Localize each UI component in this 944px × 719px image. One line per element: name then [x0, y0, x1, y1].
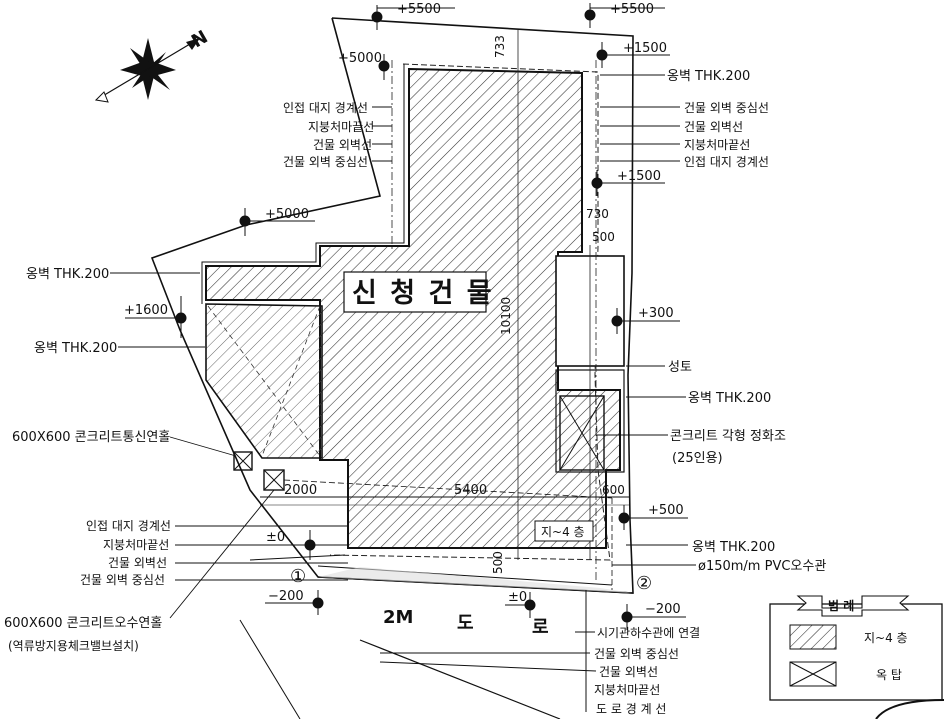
group-bl-line-4: 건물 외벽 중심선 — [80, 573, 165, 587]
road-2m: 2M — [383, 607, 413, 628]
legend-item-2: 옥 탑 — [876, 668, 902, 682]
elev-zero-road: ±0 — [508, 590, 527, 605]
elev-upper-right: +1500 — [623, 41, 667, 56]
elev-mid-right: +1500 — [617, 169, 661, 184]
label-manhole-sewer: 600X600 콘크리트오수연홀 — [4, 616, 162, 631]
elev-minus-right: −200 — [645, 602, 681, 617]
legend: 범 례 지~4 층 옥 탑 — [769, 595, 943, 701]
legend-swatch-floors — [789, 624, 837, 650]
label-pipe: ø150m/m PVC오수관 — [698, 559, 826, 574]
point-1: ① — [290, 566, 306, 587]
group-tr-line-1: 건물 외벽 중심선 — [684, 101, 769, 115]
label-septic-capacity: (25인용) — [672, 451, 723, 466]
label-manhole-comm: 600X600 콘크리트통신연홀 — [12, 430, 170, 445]
legend-item-1: 지~4 층 — [864, 631, 908, 645]
dim-730: 730 — [586, 207, 609, 221]
dim-733: 733 — [493, 35, 507, 58]
elev-right-mid: +300 — [638, 306, 674, 321]
label-retaining-wall-top: 옹벽 THK.200 — [667, 69, 750, 84]
label-retaining-wall-1: 옹벽 THK.200 — [26, 267, 109, 282]
elev-mid-left: +5000 — [265, 207, 309, 222]
group-tl-line-2: 지붕처마끝선 — [308, 120, 374, 134]
group-tr-line-2: 건물 외벽선 — [684, 120, 743, 134]
road-ro: 로 — [532, 617, 549, 638]
dim-500-bottom: 500 — [491, 551, 505, 574]
dim-500-top: 500 — [592, 230, 615, 244]
elev-zero-left: ±0 — [266, 530, 285, 545]
group-bl-line-3: 건물 외벽선 — [108, 556, 167, 570]
group-tl-line-1: 인접 대지 경계선 — [283, 101, 368, 115]
label-septic: 콘크리트 각형 정화조 — [670, 429, 786, 444]
label-manhole-note: (역류방지용체크밸브설치) — [8, 639, 139, 653]
building-title: 신 청 건 물 — [352, 278, 494, 309]
north-arrow-icon: N — [94, 27, 212, 103]
road-do: 도 — [457, 613, 474, 634]
elev-minus-left: −200 — [268, 589, 304, 604]
group-br-line-3: 건물 외벽선 — [599, 665, 658, 679]
manhole-comm — [233, 451, 253, 471]
group-tr-line-4: 인접 대지 경계선 — [684, 155, 769, 169]
eave-line — [329, 63, 611, 561]
building-inner-wall — [201, 64, 405, 304]
label-retaining-wall-mid: 옹벽 THK.200 — [688, 391, 771, 406]
septic-tank — [559, 395, 605, 471]
elev-top-left: +5500 — [397, 2, 441, 17]
group-tl-line-4: 건물 외벽 중심선 — [283, 155, 368, 169]
group-br-line-2: 건물 외벽 중심선 — [594, 647, 679, 661]
legend-title: 범 례 — [828, 598, 854, 613]
dim-2000: 2000 — [284, 483, 317, 498]
annotation-group-top-left: 인접 대지 경계선 지붕처마끝선 건물 외벽선 건물 외벽 중심선 — [283, 101, 392, 169]
annotation-group-bottom-left: 인접 대지 경계선 지붕처마끝선 건물 외벽선 건물 외벽 중심선 — [80, 519, 348, 587]
group-tr-line-3: 지붕처마끝선 — [684, 138, 750, 152]
group-br-line-4: 지붕처마끝선 — [594, 683, 660, 697]
group-br-line-1: 시기관하수관에 연결 — [597, 626, 700, 640]
group-bl-line-1: 인접 대지 경계선 — [86, 519, 171, 533]
stamp-fragment — [875, 699, 944, 719]
floor-tag: 지~4 층 — [541, 525, 585, 539]
label-retaining-wall-2: 옹벽 THK.200 — [34, 341, 117, 356]
annotation-group-bottom-right: 시기관하수관에 연결 건물 외벽 중심선 건물 외벽선 지붕처마끝선 도 로 경… — [379, 590, 700, 716]
dim-600: 600 — [602, 483, 625, 497]
point-2: ② — [636, 573, 652, 594]
dim-5400: 5400 — [454, 483, 487, 498]
group-bl-line-2: 지붕처마끝선 — [103, 538, 169, 552]
label-retaining-wall-low: 옹벽 THK.200 — [692, 540, 775, 555]
elev-right-low: +500 — [648, 503, 684, 518]
elev-upper-left: +5000 — [338, 51, 382, 66]
elev-left: +1600 — [124, 303, 168, 318]
elev-top-right: +5500 — [610, 2, 654, 17]
group-tl-line-3: 건물 외벽선 — [313, 138, 372, 152]
elevation-marker — [125, 3, 688, 630]
group-br-line-5: 도 로 경 계 선 — [596, 702, 666, 716]
dim-10100: 10100 — [499, 297, 513, 335]
label-mound: 성토 — [668, 360, 692, 375]
annotation-group-top-right: 건물 외벽 중심선 건물 외벽선 지붕처마끝선 인접 대지 경계선 — [600, 101, 769, 169]
